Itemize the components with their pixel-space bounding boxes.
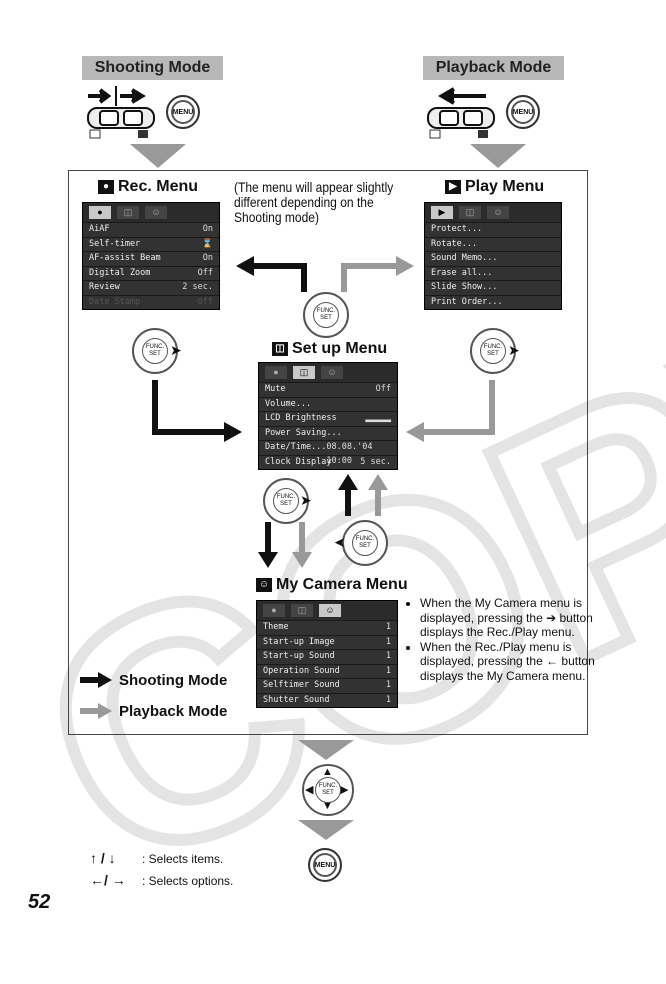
left-right-keys-icon: ←/ → xyxy=(90,872,126,888)
right-arrow-icon: ➤ xyxy=(300,492,312,508)
legend-shooting-label: Shooting Mode xyxy=(119,672,228,689)
play-menu-title: ▶Play Menu xyxy=(445,178,544,196)
up-arrow-icon[interactable]: ▲ xyxy=(322,766,333,778)
play-menu-row[interactable]: Rotate... xyxy=(425,236,561,251)
four-way-controller[interactable]: ▲ ▼ ◀ ▶ FUNC.SET xyxy=(302,764,354,816)
func-set-button-top[interactable]: FUNC.SET xyxy=(303,292,349,338)
playback-mode-switch-icon xyxy=(427,87,495,139)
down-triangle-icon xyxy=(470,144,526,168)
menu-appearance-note: (The menu will appear slightly different… xyxy=(234,179,394,225)
bullet-notes: When the My Camera menu is displayed, pr… xyxy=(406,596,596,683)
down-triangle-icon xyxy=(298,820,354,840)
black-arrow-legend-icon xyxy=(80,672,112,688)
play-menu-row[interactable]: Slide Show... xyxy=(425,280,561,295)
setup-menu-row[interactable]: LCD Brightness▂▂▂▂▂ xyxy=(259,411,397,426)
rec-tab-mycamera-icon: ☺ xyxy=(145,206,167,219)
mycamera-tab-camera-icon: ● xyxy=(263,604,285,617)
setup-tab-camera-icon: ● xyxy=(265,366,287,379)
func-set-button-right[interactable]: FUNC.SET xyxy=(470,328,516,374)
func-set-button-lower-left[interactable]: FUNC.SET xyxy=(263,478,309,524)
func-set-center[interactable]: FUNC.SET xyxy=(315,777,341,803)
down-triangle-icon xyxy=(298,740,354,760)
play-menu-screen: ▶ ◫ ☺ Protect... Rotate... Sound Memo... E… xyxy=(424,202,562,310)
down-triangle-icon xyxy=(130,144,186,168)
gray-arrow-legend-icon xyxy=(80,703,112,719)
mycamera-tab-mycamera-icon: ☺ xyxy=(319,604,341,617)
shooting-mode-tag: Shooting Mode xyxy=(82,56,223,80)
mycamera-tab-setup-icon: ◫ xyxy=(291,604,313,617)
play-menu-row[interactable]: Print Order... xyxy=(425,294,561,309)
legend-playback-label: Playback Mode xyxy=(119,703,228,720)
func-set-button-left[interactable]: FUNC.SET xyxy=(132,328,178,374)
menu-button-shooting[interactable]: MENU xyxy=(166,95,200,129)
play-tab-setup-icon: ◫ xyxy=(459,206,481,219)
shooting-mode-switch-icon xyxy=(87,86,155,139)
bullet-note: When the Rec./Play menu is displayed, pr… xyxy=(420,640,596,684)
play-tab-mycamera-icon: ☺ xyxy=(487,206,509,219)
up-down-keys-text: : Selects items. xyxy=(142,852,224,866)
menu-button-bottom[interactable]: MENU xyxy=(308,848,342,882)
play-tab-play-icon: ▶ xyxy=(431,206,453,219)
func-set-button-lower-right[interactable]: FUNC.SET xyxy=(342,520,388,566)
page-number: 52 xyxy=(28,891,51,913)
mycamera-icon: ☺ xyxy=(256,577,272,592)
setup-menu-row[interactable]: Date/Time...08.08.'04 10:00 xyxy=(259,440,397,466)
camera-icon: ● xyxy=(98,179,114,194)
play-menu-row[interactable]: Sound Memo... xyxy=(425,251,561,266)
left-arrow-icon[interactable]: ◀ xyxy=(305,784,314,796)
up-down-keys-icon: ↑ / ↓ xyxy=(90,850,116,866)
setup-tab-setup-icon: ◫ xyxy=(293,366,315,379)
playback-mode-tag: Playback Mode xyxy=(423,56,564,80)
bullet-note: When the My Camera menu is displayed, pr… xyxy=(420,596,596,640)
rec-menu-title: ●Rec. Menu xyxy=(98,178,198,196)
rec-tab-camera-icon: ● xyxy=(89,206,111,219)
play-menu-row[interactable]: Erase all... xyxy=(425,265,561,280)
left-arrow-icon: ➤ xyxy=(334,534,346,550)
menu-button-playback[interactable]: MENU xyxy=(506,95,540,129)
right-arrow-icon: ➤ xyxy=(508,342,520,358)
play-menu-row[interactable]: Protect... xyxy=(425,222,561,237)
setup-tab-mycamera-icon: ☺ xyxy=(321,366,343,379)
menu-diagram-frame xyxy=(68,170,588,735)
down-arrow-icon[interactable]: ▼ xyxy=(322,800,333,812)
right-arrow-icon: ➤ xyxy=(170,342,182,358)
rec-tab-setup-icon: ◫ xyxy=(117,206,139,219)
mycamera-menu-title: ☺My Camera Menu xyxy=(256,576,408,594)
setup-menu-row[interactable]: Volume... xyxy=(259,396,397,411)
rec-menu-row[interactable]: Self-timer⌛ xyxy=(83,236,219,251)
play-icon: ▶ xyxy=(445,179,461,194)
setup-icon: ◫ xyxy=(272,341,288,356)
right-arrow-icon[interactable]: ▶ xyxy=(340,784,349,796)
left-right-keys-text: : Selects options. xyxy=(142,874,234,888)
setup-menu-title: ◫Set up Menu xyxy=(272,340,387,358)
setup-menu-row[interactable]: Power Saving... xyxy=(259,425,397,440)
